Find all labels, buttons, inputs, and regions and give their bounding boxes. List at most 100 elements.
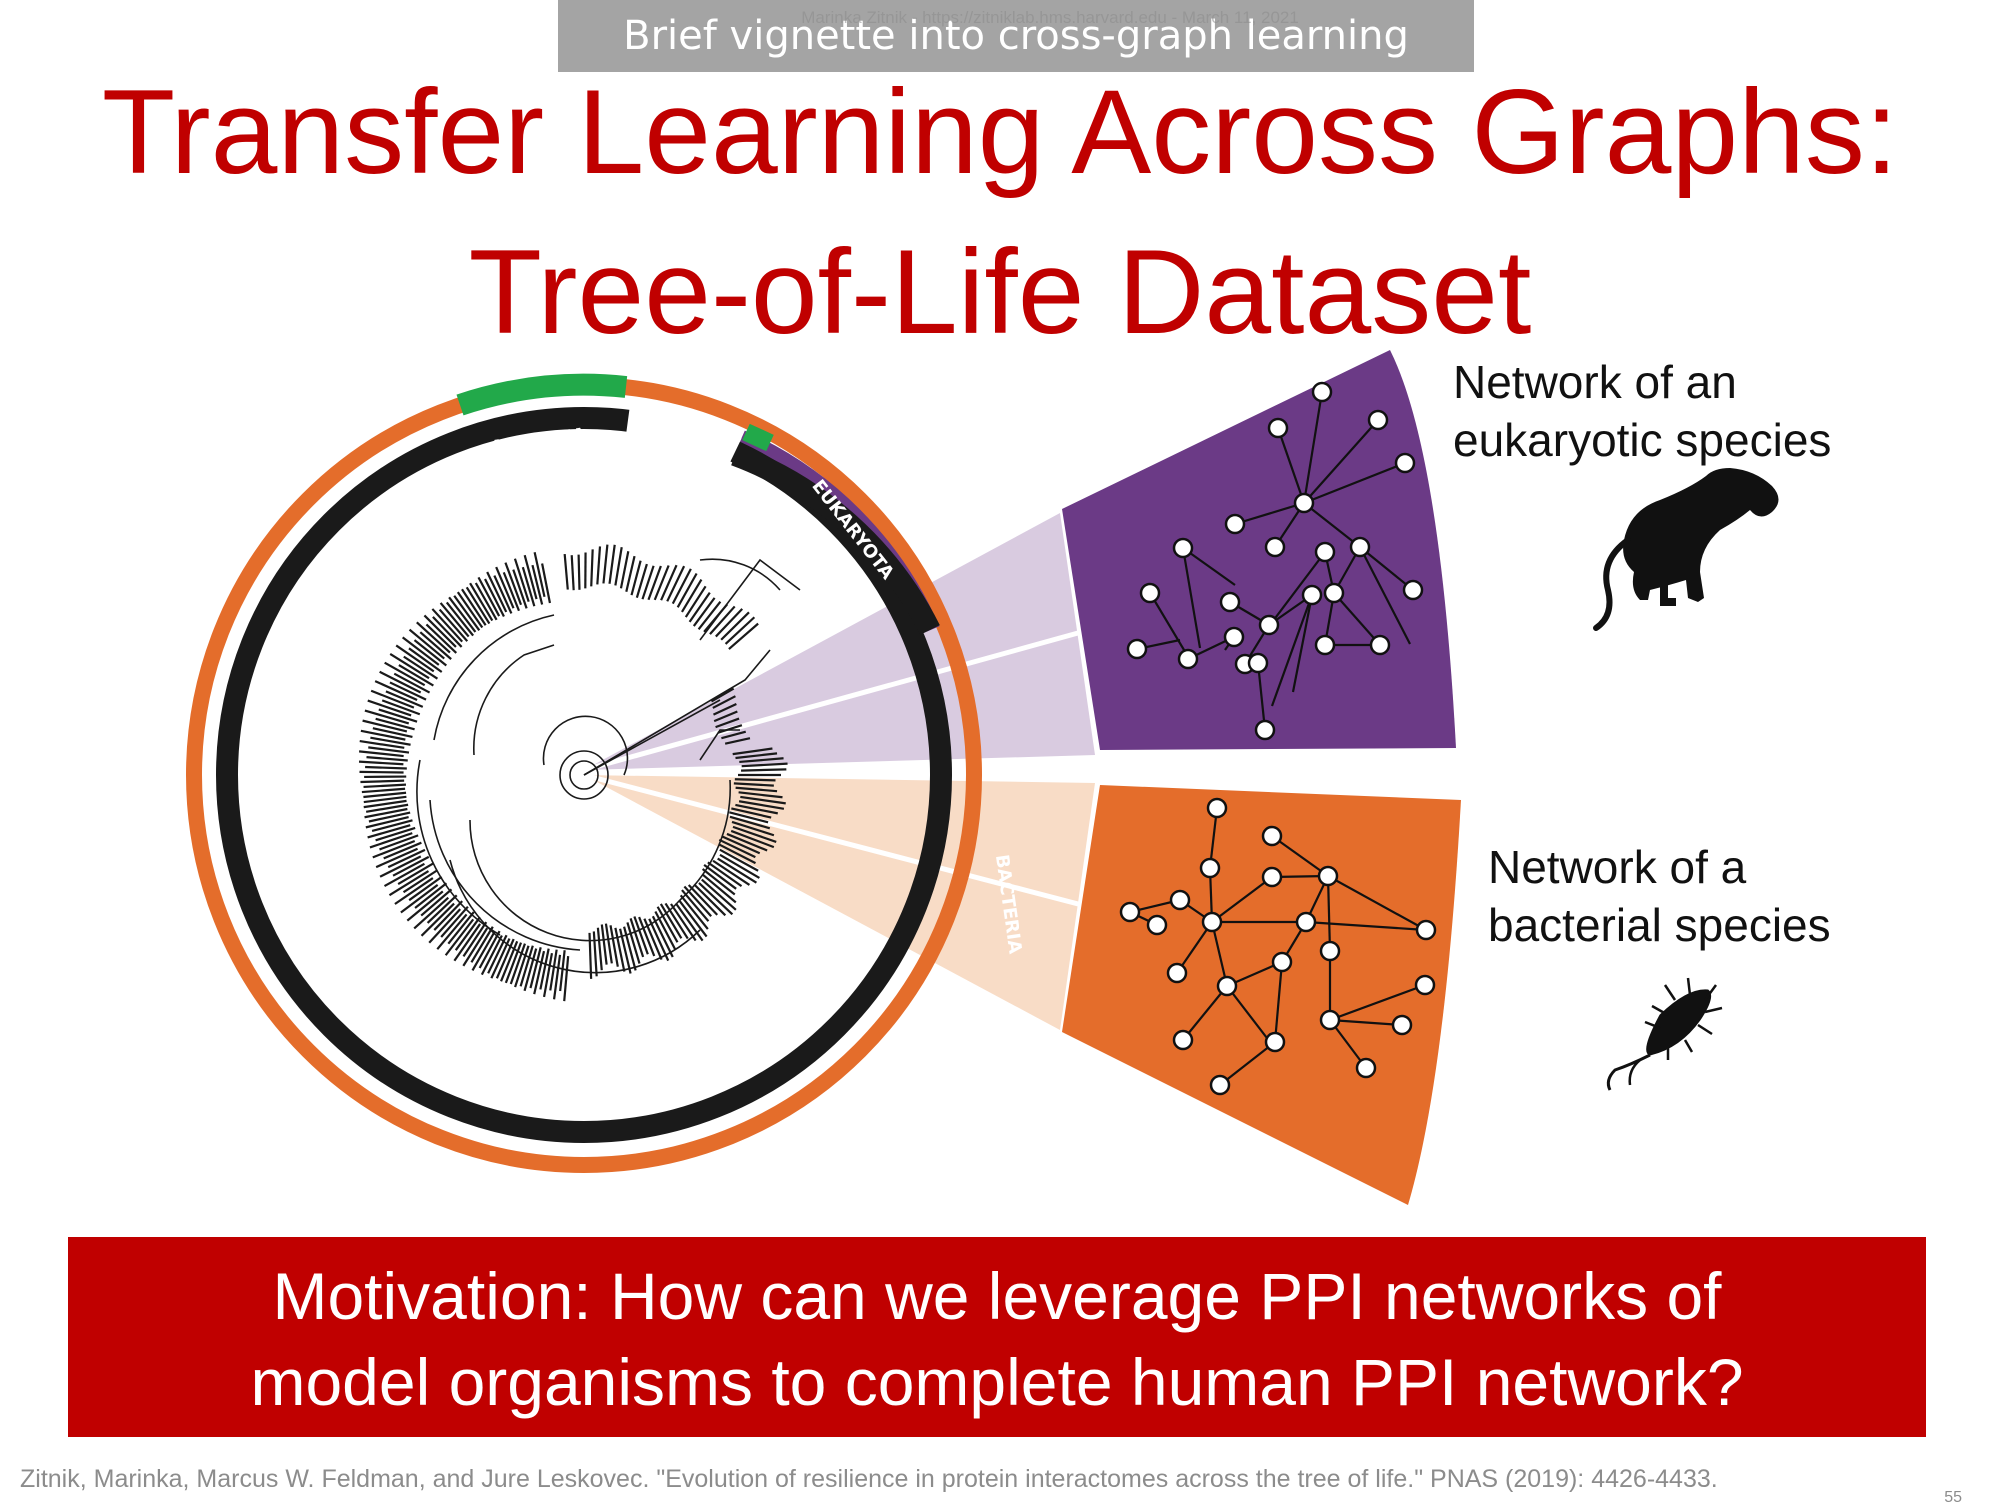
tree-tip [401, 885, 438, 913]
tree-tip [362, 789, 405, 792]
network-node [1369, 411, 1387, 429]
tree-tip [366, 757, 407, 760]
network-node [1319, 867, 1337, 885]
phylogenetic-tree-tips [359, 545, 788, 1001]
page-number: 55 [1944, 1489, 1962, 1507]
tree-tip [376, 849, 417, 867]
network-node [1221, 593, 1239, 611]
network-node [1179, 650, 1197, 668]
network-node [1269, 419, 1287, 437]
network-node [1168, 964, 1186, 982]
tree-tip [603, 545, 607, 584]
tree-tip [361, 731, 405, 740]
network-node [1321, 1011, 1339, 1029]
tree-tip [661, 565, 676, 600]
network-node [1393, 1016, 1411, 1034]
tree-tip [373, 728, 413, 737]
eukaryote-label-line1: Network of an [1453, 353, 1831, 411]
network-node [1171, 891, 1189, 909]
tree-tip [441, 603, 469, 637]
tree-tip [485, 579, 504, 616]
tree-tip [365, 767, 407, 769]
eukaryote-network-label: Network of an eukaryotic species [1453, 353, 1831, 469]
archaea-outer-arc [460, 385, 626, 405]
network-node [1295, 494, 1313, 512]
tree-tip [615, 547, 621, 585]
tree-tip [591, 549, 592, 586]
network-node [1121, 903, 1139, 921]
network-node [1316, 636, 1334, 654]
bacteria-network-label: Network of a bacterial species [1488, 838, 1831, 954]
tree-tip [564, 956, 568, 1001]
network-node [1273, 953, 1291, 971]
eukaryote-network-panel [1062, 350, 1456, 750]
tree-tip [565, 554, 568, 589]
tree-tip [741, 769, 786, 770]
network-node [1297, 913, 1315, 931]
tree-tip [432, 609, 462, 642]
network-node [1351, 538, 1369, 556]
network-node [1148, 916, 1166, 934]
tree-tip [359, 762, 403, 765]
network-node [1260, 616, 1278, 634]
tree-tip [648, 566, 660, 600]
bacteria-network-panel [1062, 785, 1461, 1205]
tree-tip [735, 779, 776, 780]
ring-gap [628, 420, 735, 452]
tree-tip [363, 793, 406, 797]
monkey-icon [1596, 468, 1779, 628]
network-node [1128, 640, 1146, 658]
network-node [1263, 827, 1281, 845]
tree-tip [359, 772, 403, 773]
citation: Zitnik, Marinka, Marcus W. Feldman, and … [20, 1465, 1718, 1494]
network-node [1226, 515, 1244, 533]
network-node [1325, 584, 1343, 602]
network-node [1303, 586, 1321, 604]
network-node [1208, 799, 1226, 817]
tree-tip [394, 674, 429, 693]
tree-tip [393, 857, 429, 876]
network-node [1141, 584, 1159, 602]
network-node [1211, 1076, 1229, 1094]
network-node [1249, 654, 1267, 672]
tree-tip [610, 545, 615, 584]
network-node [1174, 539, 1192, 557]
network-node [1225, 628, 1243, 646]
network-node [1357, 1059, 1375, 1077]
network-node [1404, 581, 1422, 599]
tree-tip [542, 563, 550, 603]
tree-tip [579, 555, 580, 590]
tree-tip [360, 781, 404, 782]
tree-tip [364, 785, 406, 787]
tree-tip [621, 551, 628, 588]
motivation-line1: Motivation: How can we leverage PPI netw… [68, 1253, 1926, 1339]
network-node [1417, 921, 1435, 939]
network-node [1201, 859, 1219, 877]
tree-tip [598, 928, 602, 970]
network-node [1266, 538, 1284, 556]
network-node [1203, 913, 1221, 931]
motivation-box: Motivation: How can we leverage PPI netw… [68, 1237, 1926, 1437]
watermark: Marinka Zitnik - https://zitniklab.hms.h… [730, 8, 1370, 28]
tree-tip [369, 813, 410, 822]
network-node [1174, 1031, 1192, 1049]
tree-tip [597, 546, 600, 584]
bacteria-label-line2: bacterial species [1488, 896, 1831, 954]
network-node [1321, 942, 1339, 960]
tree-tip [594, 931, 597, 976]
network-node [1371, 636, 1389, 654]
tree-tip [572, 555, 574, 590]
tree-tip [487, 572, 506, 612]
network-node [1218, 977, 1236, 995]
eukaryote-label-line2: eukaryotic species [1453, 411, 1831, 469]
network-node [1316, 543, 1334, 561]
motivation-line2: model organisms to complete human PPI ne… [68, 1339, 1926, 1425]
network-node [1416, 976, 1434, 994]
eukaryota-green-tip [746, 432, 770, 443]
bacterium-icon [1608, 978, 1722, 1090]
network-node [1266, 1033, 1284, 1051]
bacteria-label-line1: Network of a [1488, 838, 1831, 896]
eukaryote-wedge-light [584, 513, 1095, 770]
network-node [1256, 721, 1274, 739]
tree-tip [375, 681, 417, 700]
